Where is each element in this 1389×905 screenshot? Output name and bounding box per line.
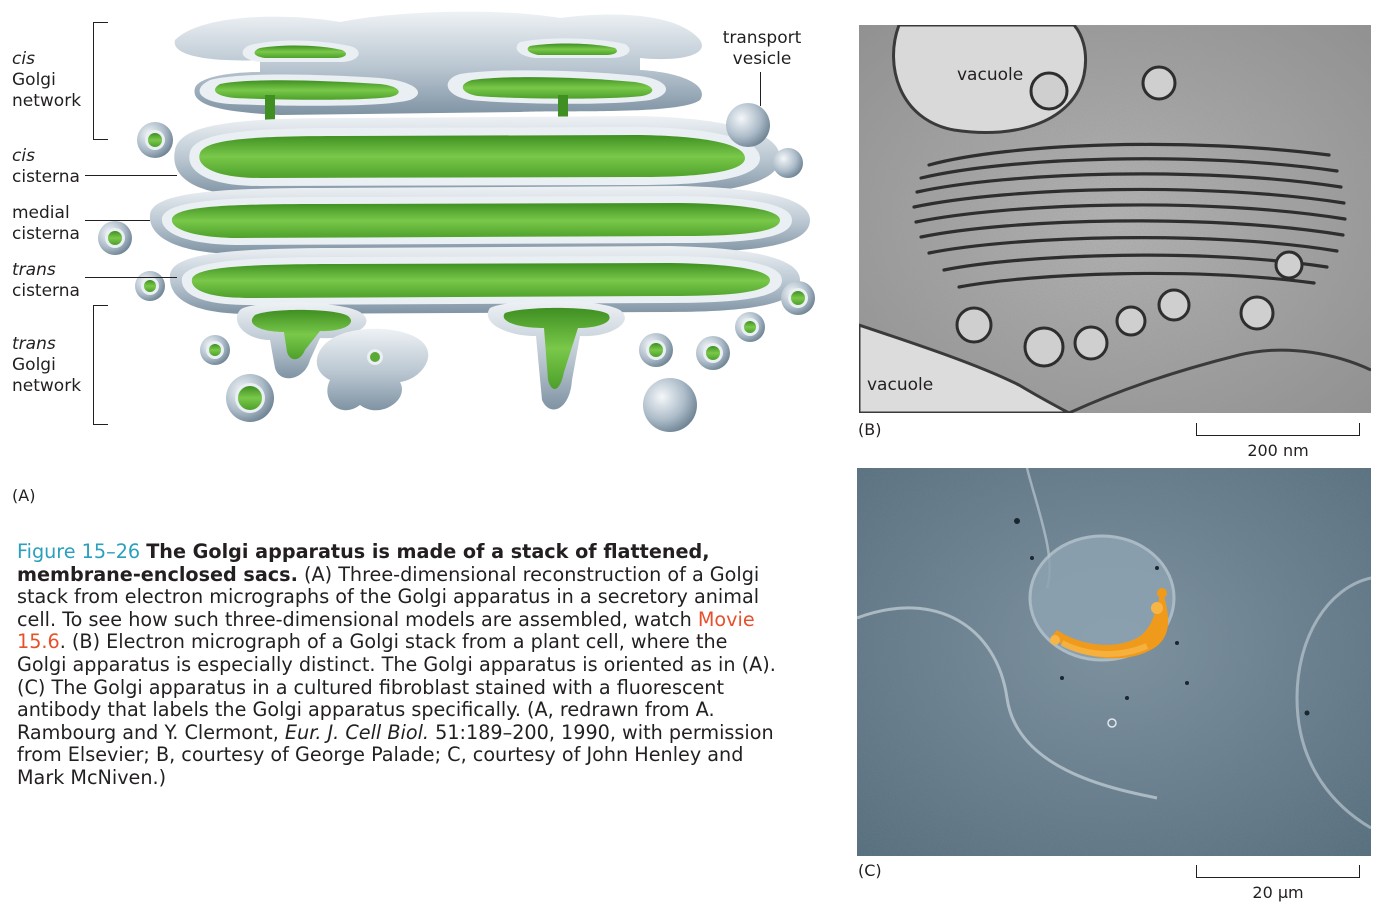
journal-name: Eur. J. Cell Biol. bbox=[285, 721, 429, 744]
scale-bar-c bbox=[1196, 865, 1360, 878]
label-trans-golgi-network: trans Golgi network bbox=[12, 334, 81, 397]
label-cis-cisterna: cis cisterna bbox=[12, 146, 80, 188]
figure-number: Figure 15–26 bbox=[17, 540, 140, 563]
trans-cisterna bbox=[170, 246, 800, 314]
label-medial-cisterna: medial cisterna bbox=[12, 203, 80, 245]
cis-golgi-network-bracket bbox=[93, 22, 94, 140]
transport-vesicle-leader-line bbox=[760, 72, 761, 106]
label-vesicle-word: vesicle bbox=[712, 49, 812, 70]
label-golgi-word: Golgi bbox=[12, 355, 81, 376]
label-trans-cisterna: trans cisterna bbox=[12, 260, 80, 302]
panel-a-letter: (A) bbox=[12, 486, 35, 505]
label-vacuole-top: vacuole bbox=[957, 65, 1023, 86]
fluorescence-micrograph-image bbox=[857, 468, 1371, 856]
trans-golgi-network-bracket bbox=[93, 305, 94, 425]
label-network-word: network bbox=[12, 91, 81, 112]
scale-label-b: 200 nm bbox=[1196, 441, 1360, 460]
medial-cisterna-leader-line bbox=[85, 220, 150, 221]
label-cis-word: cis bbox=[12, 146, 80, 167]
figure-caption: Figure 15–26 The Golgi apparatus is made… bbox=[17, 541, 777, 790]
label-cis-word: cis bbox=[12, 49, 81, 70]
cis-cisterna-leader-line bbox=[85, 175, 177, 176]
label-cisterna-word: cisterna bbox=[12, 224, 80, 245]
label-cis-golgi-network: cis Golgi network bbox=[12, 49, 81, 112]
label-golgi-word: Golgi bbox=[12, 70, 81, 91]
label-cisterna-word: cisterna bbox=[12, 167, 80, 188]
label-transport-word: transport bbox=[712, 28, 812, 49]
electron-micrograph-image bbox=[859, 25, 1371, 413]
cis-golgi-network bbox=[175, 12, 702, 125]
label-medial-word: medial bbox=[12, 203, 80, 224]
label-vacuole-bottom: vacuole bbox=[867, 375, 933, 396]
panel-c-letter: (C) bbox=[858, 861, 882, 880]
scale-bar-b bbox=[1196, 423, 1360, 436]
medial-cisterna bbox=[150, 186, 810, 254]
label-network-word: network bbox=[12, 376, 81, 397]
label-transport-vesicle: transport vesicle bbox=[712, 28, 812, 70]
label-trans-word: trans bbox=[12, 260, 80, 281]
label-cisterna-word: cisterna bbox=[12, 281, 80, 302]
trans-cisterna-leader-line bbox=[85, 277, 177, 278]
label-trans-word: trans bbox=[12, 334, 81, 355]
scale-label-c: 20 µm bbox=[1196, 883, 1360, 902]
trans-golgi-network bbox=[237, 301, 625, 411]
panel-b-letter: (B) bbox=[858, 420, 881, 439]
cis-cisterna bbox=[174, 116, 780, 196]
